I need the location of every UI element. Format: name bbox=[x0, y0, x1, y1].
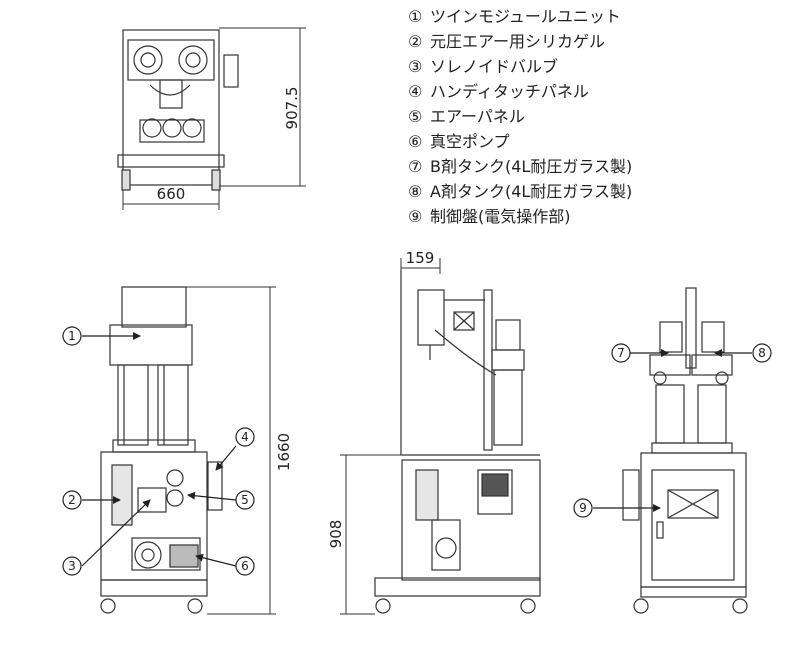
legend-item-4: ④ ハンディタッチパネル bbox=[408, 79, 632, 104]
callout-7: 7 bbox=[611, 343, 631, 363]
back-view bbox=[622, 287, 748, 614]
legend-number: ⑧ bbox=[408, 182, 423, 201]
callout-6: 6 bbox=[235, 556, 255, 576]
svg-text:5: 5 bbox=[241, 493, 249, 507]
callout-2: 2 bbox=[62, 490, 82, 510]
legend-item-2: ② 元圧エアー用シリカゲル bbox=[408, 29, 632, 54]
legend-item-9: ⑨ 制御盤(電気操作部) bbox=[408, 204, 632, 229]
top-depth-dimension: 907.5 bbox=[283, 87, 301, 130]
legend-number: ⑥ bbox=[408, 132, 423, 151]
front-view bbox=[100, 286, 223, 614]
legend-item-6: ⑥ 真空ポンプ bbox=[408, 129, 632, 154]
parts-legend: ① ツインモジュールユニット ② 元圧エアー用シリカゲル ③ ソレノイドバルブ ④ ハン… bbox=[408, 4, 632, 229]
legend-item-7: ⑦ B剤タンク(4L耐圧ガラス製) bbox=[408, 154, 632, 179]
legend-number: ⑨ bbox=[408, 207, 423, 226]
legend-number: ④ bbox=[408, 82, 423, 101]
legend-label: B剤タンク(4L耐圧ガラス製) bbox=[430, 157, 633, 176]
callout-4: 4 bbox=[235, 427, 255, 447]
front-height-dimension: 1660 bbox=[275, 433, 293, 471]
legend-number: ③ bbox=[408, 57, 423, 76]
svg-text:6: 6 bbox=[241, 559, 249, 573]
legend-item-5: ⑤ エアーパネル bbox=[408, 104, 632, 129]
top-view bbox=[117, 29, 239, 191]
legend-number: ⑤ bbox=[408, 107, 423, 126]
legend-label: A剤タンク(4L耐圧ガラス製) bbox=[430, 182, 633, 201]
legend-label: 元圧エアー用シリカゲル bbox=[430, 32, 606, 51]
svg-text:4: 4 bbox=[241, 430, 249, 444]
legend-number: ① bbox=[408, 7, 423, 26]
svg-text:8: 8 bbox=[758, 346, 766, 360]
legend-label: ツインモジュールユニット bbox=[430, 7, 621, 26]
callout-8: 8 bbox=[752, 343, 772, 363]
legend-label: ハンディタッチパネル bbox=[430, 82, 589, 101]
svg-text:9: 9 bbox=[579, 501, 587, 515]
svg-text:3: 3 bbox=[68, 559, 76, 573]
side-offset-dimension: 159 bbox=[406, 249, 435, 267]
legend-label: エアーパネル bbox=[430, 107, 525, 126]
legend-label: ソレノイドバルブ bbox=[430, 57, 559, 76]
legend-label: 制御盤(電気操作部) bbox=[430, 207, 571, 226]
legend-number: ⑦ bbox=[408, 157, 423, 176]
legend-number: ② bbox=[408, 32, 423, 51]
side-height-dimension: 908 bbox=[327, 520, 345, 549]
callout-1: 1 bbox=[62, 326, 82, 346]
legend-item-3: ③ ソレノイドバルブ bbox=[408, 54, 632, 79]
svg-text:1: 1 bbox=[68, 329, 76, 343]
legend-label: 真空ポンプ bbox=[430, 132, 510, 151]
svg-text:2: 2 bbox=[68, 493, 76, 507]
side-view bbox=[374, 270, 541, 614]
callout-5: 5 bbox=[235, 490, 255, 510]
callout-9: 9 bbox=[573, 498, 593, 518]
legend-item-1: ① ツインモジュールユニット bbox=[408, 4, 632, 29]
callout-3: 3 bbox=[62, 556, 82, 576]
top-width-dimension: 660 bbox=[157, 185, 186, 203]
legend-item-8: ⑧ A剤タンク(4L耐圧ガラス製) bbox=[408, 179, 632, 204]
svg-text:7: 7 bbox=[617, 346, 625, 360]
